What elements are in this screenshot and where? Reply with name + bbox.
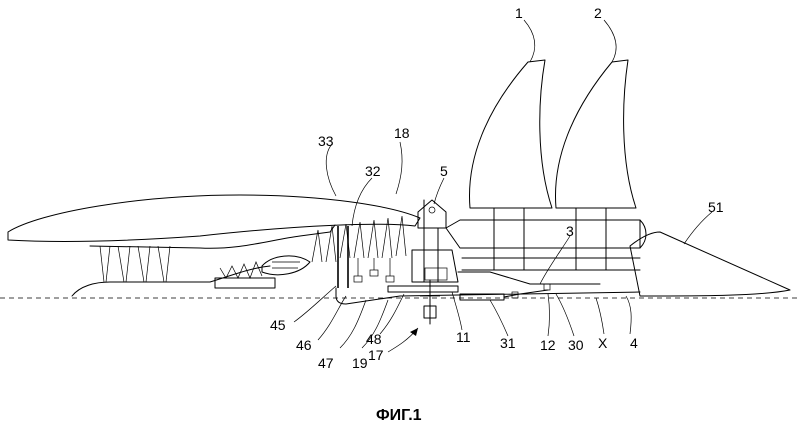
turbine-hangers [353,258,395,283]
label-2: 2 [594,5,602,21]
mount-5 [417,199,447,229]
label-12: 12 [540,337,556,353]
label-32: 32 [365,163,381,179]
label-17: 17 [368,347,384,363]
core-lower-line [71,265,271,297]
intake-stator-blades [99,245,171,283]
label-45: 45 [270,317,286,333]
figure-caption: ФИГ.1 [376,407,422,424]
label-5: 5 [440,163,448,179]
compressor-hub [214,277,276,289]
inner-shaft [335,287,641,305]
label-48: 48 [366,331,382,347]
label-31: 31 [500,335,516,351]
rotor-shaft-tube [445,219,641,249]
shaft-tube-48 [387,285,459,293]
aft-cone [629,231,791,297]
core-casing [89,224,336,249]
label-18: 18 [394,125,410,141]
label-33: 33 [318,133,334,149]
leader-lines [293,19,713,349]
label-4: 4 [630,335,638,351]
gearbox [411,249,459,283]
propeller-blade-1 [469,59,553,209]
compressor-blades [219,261,263,279]
label-30: 30 [568,337,584,353]
label-11: 11 [456,329,471,345]
combustor [261,255,311,276]
label-19: 19 [352,355,368,371]
label-51: 51 [708,199,724,215]
label-47: 47 [318,355,334,371]
turbine-blades [311,215,407,263]
label-3: 3 [566,223,574,239]
label-X: X [598,335,608,351]
propeller-blade-2 [555,59,637,209]
label-1: 1 [515,5,523,21]
label-46: 46 [296,337,312,353]
propeller-masts [461,207,641,271]
